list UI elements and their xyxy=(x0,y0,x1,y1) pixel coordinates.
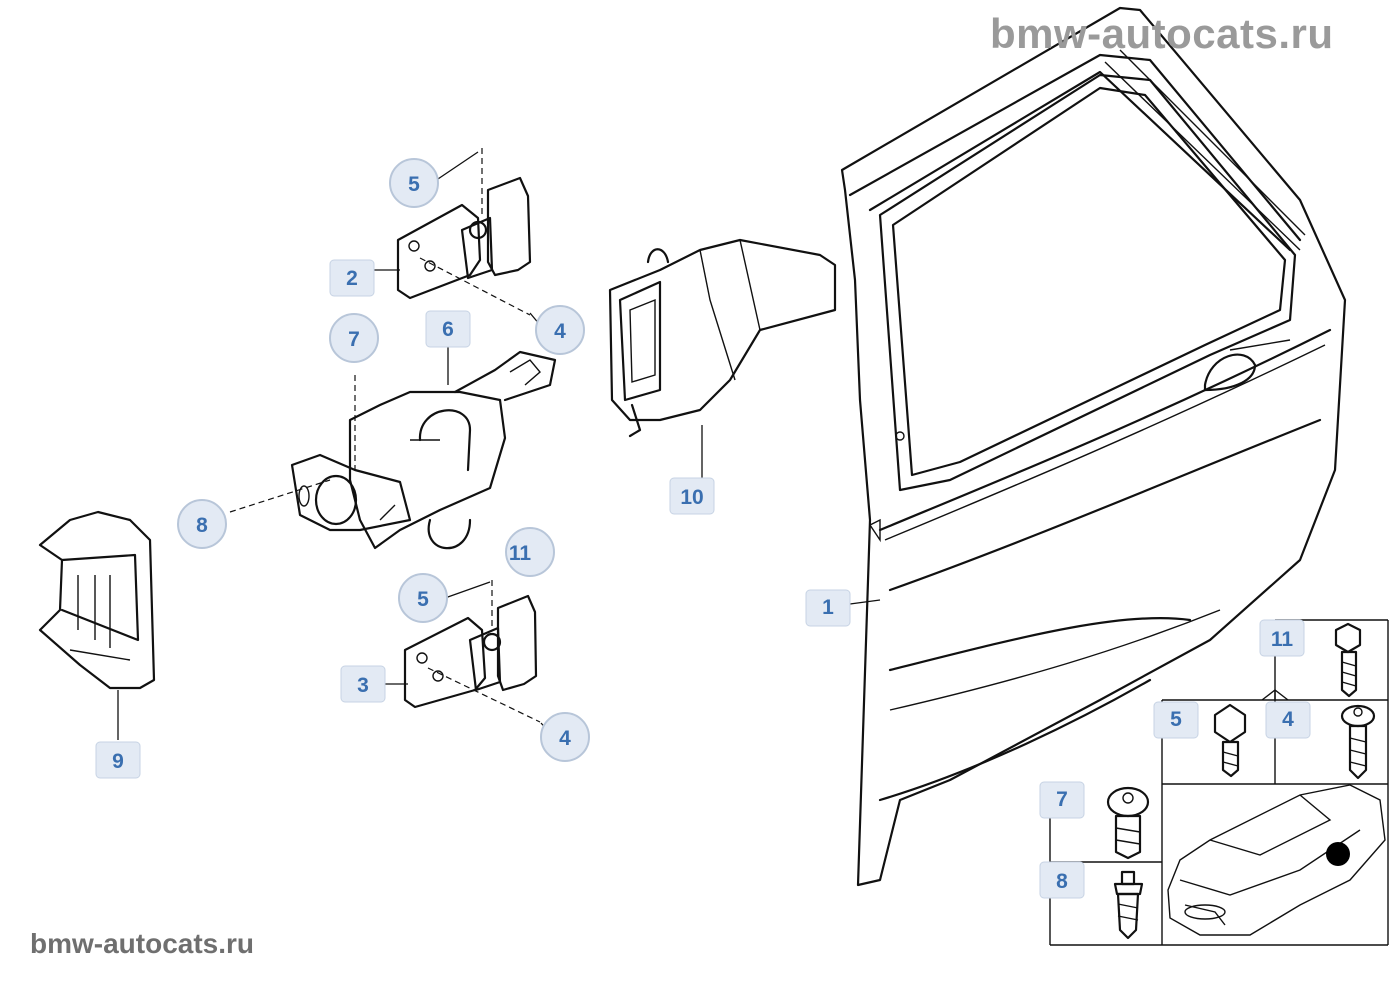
inset-item-5[interactable]: 5 xyxy=(1153,701,1247,778)
callout-4-lower-label: 4 xyxy=(559,727,571,750)
fastener-inset: 11 5 4 7 xyxy=(1039,619,1389,946)
callout-10[interactable]: 10 xyxy=(669,477,715,515)
bracket-cover-drawing xyxy=(608,238,837,438)
door-check-drawing xyxy=(229,350,557,550)
car-thumbnail xyxy=(1167,784,1386,936)
callout-11-label: 11 xyxy=(509,542,532,565)
callout-1-label: 1 xyxy=(822,596,834,619)
callout-3-label: 3 xyxy=(357,674,369,697)
watermark-top: bmw-autocats.ru xyxy=(990,10,1334,57)
callout-2[interactable]: 2 xyxy=(329,259,375,297)
inset-label-11: 11 xyxy=(1271,628,1294,651)
callout-4-lower[interactable]: 4 xyxy=(540,712,590,762)
inset-item-7[interactable]: 7 xyxy=(1039,781,1150,860)
callout-9[interactable]: 9 xyxy=(95,741,141,779)
callout-11[interactable]: 11 xyxy=(505,527,555,577)
callout-3[interactable]: 3 xyxy=(340,665,386,703)
callout-8[interactable]: 8 xyxy=(177,499,227,549)
inset-item-4[interactable]: 4 xyxy=(1265,701,1376,780)
callout-6[interactable]: 6 xyxy=(425,310,471,348)
callout-8-label: 8 xyxy=(196,514,208,537)
callout-5-upper[interactable]: 5 xyxy=(389,158,439,208)
upper-hinge-drawing xyxy=(396,148,532,316)
callout-5-lower[interactable]: 5 xyxy=(398,573,448,623)
inset-label-8: 8 xyxy=(1056,870,1068,893)
inset-item-8[interactable]: 8 xyxy=(1039,861,1144,940)
callout-6-label: 6 xyxy=(442,318,454,341)
callout-2-label: 2 xyxy=(346,267,358,290)
inset-label-7: 7 xyxy=(1056,788,1068,811)
rear-door-drawing xyxy=(840,6,1347,887)
callout-10-label: 10 xyxy=(680,486,703,509)
callout-7-label: 7 xyxy=(348,328,360,351)
callout-5-lower-label: 5 xyxy=(417,588,429,611)
lower-hinge-drawing xyxy=(403,580,541,723)
inset-label-4: 4 xyxy=(1282,708,1294,731)
inset-item-11[interactable]: 11 xyxy=(1259,619,1362,698)
cap-piece-drawing xyxy=(38,510,156,690)
watermark-bottom: bmw-autocats.ru xyxy=(30,928,255,959)
inset-label-5: 5 xyxy=(1170,708,1182,731)
callout-4-upper-label: 4 xyxy=(554,320,566,343)
leader-lines xyxy=(117,151,881,740)
callout-1[interactable]: 1 xyxy=(805,589,851,627)
callout-7[interactable]: 7 xyxy=(329,313,379,363)
callout-4-upper[interactable]: 4 xyxy=(535,305,585,355)
callout-9-label: 9 xyxy=(112,750,124,773)
callout-5-upper-label: 5 xyxy=(408,173,420,196)
